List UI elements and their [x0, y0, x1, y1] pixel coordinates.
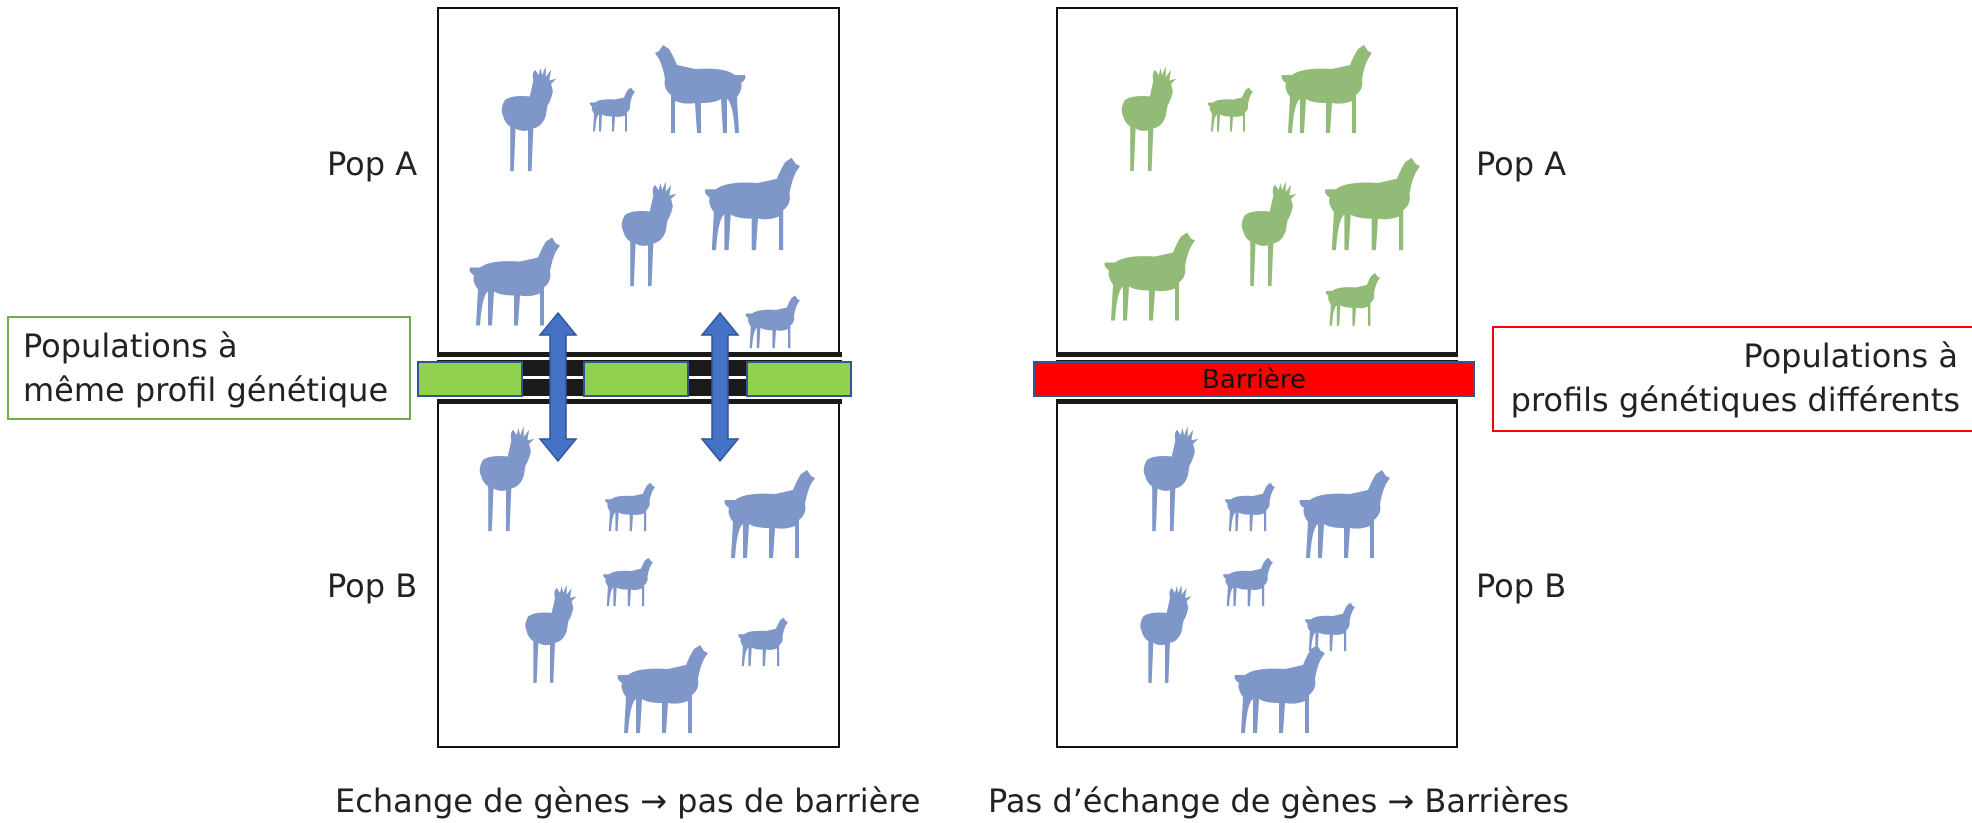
deer-icon — [1225, 482, 1275, 532]
double-arrow-icon — [538, 311, 578, 463]
deer-icon — [1143, 426, 1199, 532]
right-pop-a-label: Pop A — [1476, 145, 1567, 183]
deer-icon — [589, 87, 635, 132]
deer-icon — [724, 470, 815, 558]
deer-icon — [1121, 66, 1177, 172]
deer-icon — [1104, 232, 1195, 321]
deer-icon — [479, 426, 535, 532]
deer-icon — [1207, 87, 1253, 132]
deer-icon — [617, 645, 708, 733]
deer-icon — [1234, 645, 1325, 733]
deer-icon — [501, 66, 557, 172]
deer-icon — [1281, 45, 1372, 133]
barrier-label: Barrière — [1201, 365, 1307, 395]
right-pop-b-label: Pop B — [1476, 567, 1567, 605]
callout-line-2: même profil génétique — [23, 371, 389, 409]
deer-icon — [1241, 181, 1297, 287]
deer-icon — [704, 157, 800, 251]
deer-icon — [1223, 557, 1273, 607]
corridor-box — [417, 361, 523, 397]
deer-icon — [603, 557, 653, 607]
deer-icon — [1299, 470, 1390, 558]
deer-icon — [1324, 157, 1420, 251]
corridor-box — [746, 361, 852, 397]
deer-icon — [621, 181, 677, 287]
different-profiles-callout: Populations à profils génétiques différe… — [1492, 326, 1972, 432]
left-pop-b-label: Pop B — [327, 567, 418, 605]
deer-icon — [655, 45, 746, 133]
double-arrow-icon — [700, 311, 740, 463]
callout-line-1: Populations à — [1743, 337, 1958, 375]
corridor-box — [583, 361, 689, 397]
callout-line-1: Populations à — [23, 327, 238, 365]
deer-icon — [745, 295, 800, 349]
deer-icon — [605, 482, 655, 532]
callout-line-2: profils génétiques différents — [1510, 381, 1960, 419]
deer-icon — [738, 617, 788, 667]
deer-icon — [1325, 273, 1380, 326]
deer-icon — [1140, 584, 1192, 683]
left-pop-a-label: Pop A — [327, 145, 418, 183]
right-caption: Pas d’échange de gènes → Barrières — [988, 782, 1570, 820]
deer-icon — [525, 584, 577, 683]
barrier-bar: Barrière — [1033, 361, 1475, 397]
same-profile-callout: Populations à même profil génétique — [7, 316, 411, 420]
left-caption: Echange de gènes → pas de barrière — [335, 782, 921, 820]
